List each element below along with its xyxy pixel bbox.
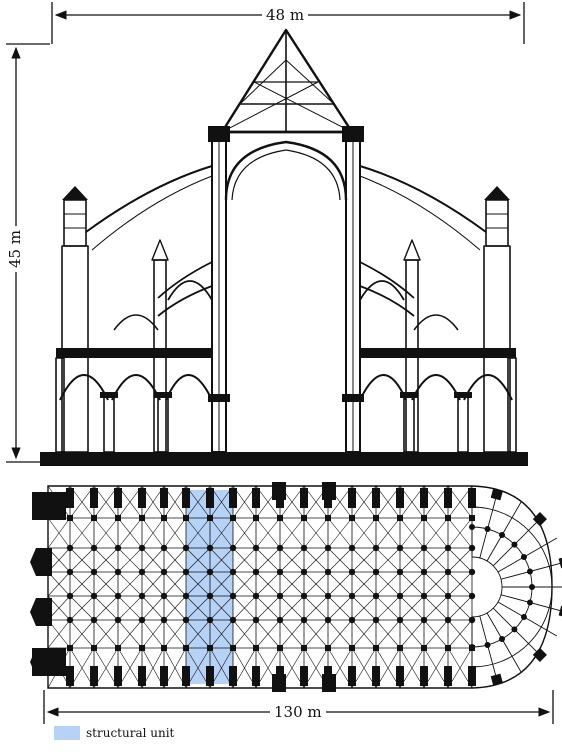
legend-label: structural unit (86, 726, 175, 740)
length-label: 130 m (270, 703, 326, 721)
height-label: 45 m (6, 225, 25, 273)
cross-section (40, 28, 528, 466)
width-label: 48 m (262, 6, 309, 24)
structural-unit-highlight (186, 490, 233, 684)
legend-swatch (54, 726, 80, 740)
floor-plan (30, 482, 562, 692)
